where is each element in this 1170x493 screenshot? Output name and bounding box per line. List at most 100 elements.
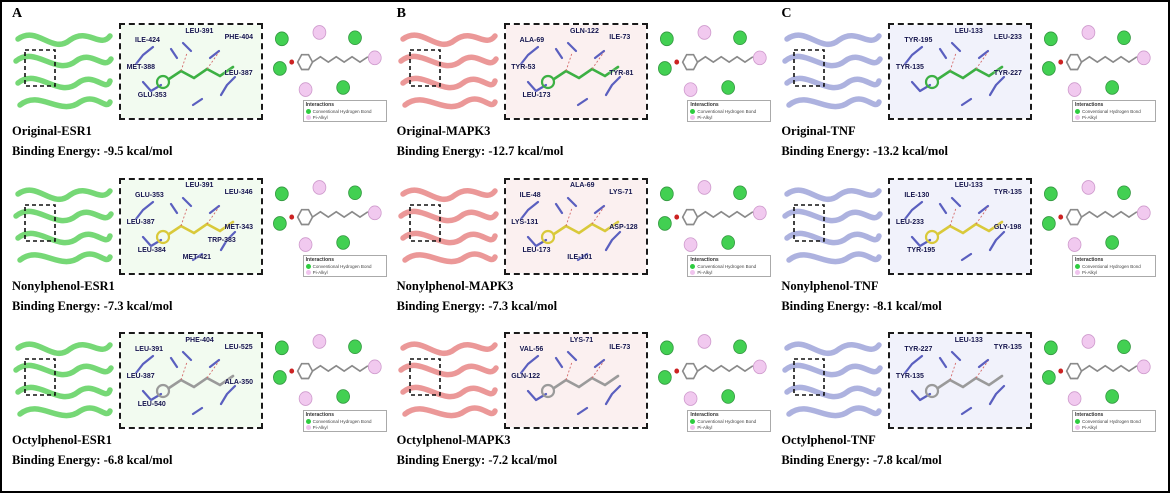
alkyl-chain bbox=[312, 365, 369, 373]
residue-interaction-circle bbox=[683, 391, 698, 407]
selection-box bbox=[24, 358, 56, 397]
selection-box bbox=[24, 49, 56, 87]
interaction-legend: Interactions Conventional Hydrogen Bond … bbox=[1071, 254, 1156, 277]
interaction-circles bbox=[1042, 179, 1151, 252]
residue-interaction-circle bbox=[1117, 30, 1132, 46]
oxygen-atom bbox=[1058, 214, 1064, 220]
phenol-ring bbox=[1066, 208, 1083, 226]
residue-label: LEU-387 bbox=[126, 373, 155, 381]
residue-label: LEU-391 bbox=[185, 182, 214, 190]
residue-interaction-circle bbox=[1042, 370, 1057, 386]
residue-interaction-circle bbox=[367, 205, 382, 220]
panel-letter: C bbox=[781, 6, 792, 21]
legend-item: Conventional Hydrogen Bond bbox=[1074, 263, 1153, 269]
alkyl-chain bbox=[312, 55, 369, 64]
residue-interaction-circle bbox=[298, 391, 313, 407]
residue-label: LEU-391 bbox=[135, 346, 164, 354]
residue-interaction-circle bbox=[720, 234, 735, 250]
legend-title: Interactions bbox=[305, 102, 334, 109]
legend-swatch-pialkyl bbox=[1074, 424, 1080, 430]
binding-energy: Binding Energy: -9.5 kcal/mol bbox=[12, 144, 173, 158]
oxygen-atom bbox=[1058, 59, 1064, 65]
ligand-sticks bbox=[890, 334, 1031, 428]
residue-interaction-circle bbox=[1105, 234, 1120, 250]
binding-energy: Binding Energy: -7.8 kcal/mol bbox=[781, 453, 942, 468]
legend-item: Conventional Hydrogen Bond bbox=[690, 263, 768, 269]
residue-interaction-circle bbox=[1068, 391, 1082, 407]
residue-label: GLU-353 bbox=[137, 91, 167, 99]
residue-label: TYR-195 bbox=[904, 37, 933, 45]
binding-energy: Binding Energy: -7.2 kcal/mol bbox=[396, 453, 558, 468]
residue-interaction-circle bbox=[298, 82, 313, 97]
residue-interaction-circle bbox=[697, 334, 711, 350]
residue-label: ALA-69 bbox=[519, 37, 545, 45]
residue-label: ALA-69 bbox=[570, 182, 595, 190]
alkyl-chain bbox=[1081, 55, 1138, 64]
residue-label: LEU-233 bbox=[993, 34, 1022, 42]
legend-item: Conventional Hydrogen Bond bbox=[305, 109, 384, 115]
residue-label: MET-388 bbox=[126, 64, 155, 72]
selection-box bbox=[793, 49, 826, 87]
legend-swatch-hbond bbox=[690, 109, 696, 115]
legend-swatch-hbond bbox=[1074, 109, 1080, 115]
residue-interaction-circle bbox=[1081, 334, 1096, 350]
residue-label: LYS-131 bbox=[511, 218, 539, 226]
residue-interaction-circle bbox=[348, 30, 362, 46]
legend-swatch-hbond bbox=[305, 109, 311, 115]
interaction-diagram-2d: Interactions Conventional Hydrogen Bond … bbox=[268, 23, 387, 123]
residue-interaction-circle bbox=[1105, 80, 1120, 95]
residue-interaction-circle bbox=[1044, 31, 1058, 47]
residue-label: ILE-101 bbox=[567, 254, 593, 262]
oxygen-atom bbox=[1058, 368, 1064, 374]
legend-title: Interactions bbox=[1074, 256, 1104, 263]
complex-name: Nonylphenol-TNF bbox=[781, 278, 879, 293]
residue-interaction-circle bbox=[752, 205, 767, 220]
legend-item: Conventional Hydrogen Bond bbox=[305, 418, 384, 424]
residue-label: TYR-53 bbox=[511, 64, 536, 72]
legend-label: Pi-Alkyl bbox=[1081, 269, 1097, 275]
residue-interaction-circle bbox=[348, 339, 362, 355]
residue-interaction-circle bbox=[336, 234, 350, 250]
interaction-diagram-canvas bbox=[1037, 24, 1156, 100]
residue-label: ILE-48 bbox=[519, 191, 541, 199]
interaction-diagram-canvas bbox=[653, 333, 772, 409]
interaction-diagram-canvas bbox=[653, 179, 772, 255]
legend-item: Pi-Alkyl bbox=[690, 269, 768, 275]
residue-interaction-circle bbox=[752, 359, 767, 375]
residue-interaction-circle bbox=[275, 31, 289, 47]
legend-item: Pi-Alkyl bbox=[305, 115, 384, 121]
phenol-ring bbox=[681, 53, 699, 71]
legend-swatch-pialkyl bbox=[1074, 115, 1080, 121]
legend-swatch-hbond bbox=[1074, 263, 1080, 269]
interaction-circles bbox=[273, 179, 382, 252]
oxygen-atom bbox=[289, 214, 295, 220]
legend-label: Conventional Hydrogen Bond bbox=[697, 109, 757, 115]
legend-title: Interactions bbox=[1074, 102, 1104, 109]
oxygen-atom bbox=[674, 214, 679, 220]
residue-label: GLN-122 bbox=[511, 373, 541, 381]
legend-swatch-pialkyl bbox=[690, 269, 696, 275]
ligand-sticks bbox=[505, 179, 646, 273]
legend-item: Pi-Alkyl bbox=[690, 115, 768, 121]
residue-label: ILE-130 bbox=[904, 191, 930, 199]
legend-swatch-hbond bbox=[1074, 418, 1080, 424]
interaction-circles bbox=[1042, 25, 1151, 97]
selection-box bbox=[24, 203, 56, 242]
interaction-diagram-canvas bbox=[268, 24, 387, 100]
protein-ribbon bbox=[397, 32, 499, 110]
legend-label: Conventional Hydrogen Bond bbox=[312, 418, 372, 424]
